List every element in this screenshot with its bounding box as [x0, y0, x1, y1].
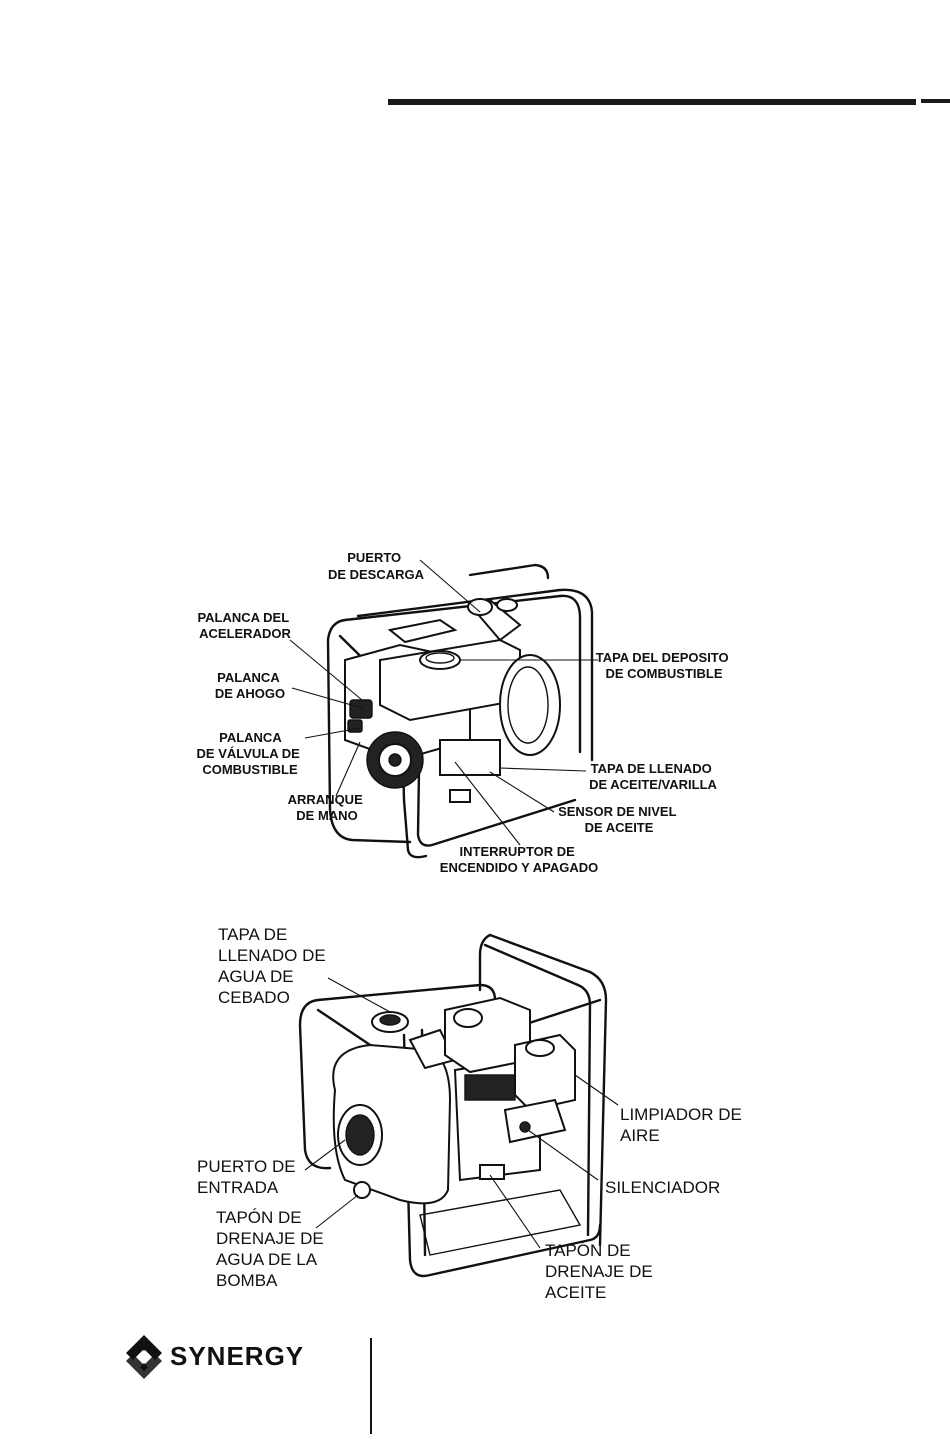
header-rule-tab: [921, 99, 950, 103]
top-leader-lines: [289, 559, 598, 846]
pump-front-illustration: [326, 563, 594, 859]
label-oil-level-sensor: SENSOR DE NIVEL DE ACEITE: [558, 804, 680, 835]
label-fuel-valve-lever: PALANCA DE VÁLVULA DE COMBUSTIBLE: [197, 730, 304, 777]
label-fuel-tank-cap: TAPA DEL DEPOSITO DE COMBUSTIBLE: [596, 650, 733, 681]
pump-front-view-figure: PUERTO DE DESCARGA PALANCA DEL ACELERADO…: [197, 550, 733, 875]
header-rule: [388, 99, 916, 105]
synergy-logo: SYNERGY: [126, 1335, 304, 1379]
label-engine-switch: INTERRUPTOR DE ENCENDIDO Y APAGADO: [440, 844, 598, 875]
label-priming-cap: TAPA DE LLENADO DE AGUA DE CEBADO: [218, 925, 330, 1007]
label-oil-fill-cap: TAPA DE LLENADO DE ACEITE/VARILLA: [589, 761, 717, 792]
label-throttle-lever: PALANCA DEL ACELERADOR: [197, 610, 292, 641]
label-pump-drain-plug: TAPÓN DE DRENAJE DE AGUA DE LA BOMBA: [216, 1208, 328, 1290]
pump-rear-view-figure: TAPA DE LLENADO DE AGUA DE CEBADO PUERTO…: [197, 925, 747, 1302]
synergy-logo-mark: [126, 1335, 162, 1379]
synergy-wordmark: SYNERGY: [170, 1341, 304, 1371]
footer-divider: [370, 1338, 372, 1434]
label-air-cleaner: LIMPIADOR DE AIRE: [620, 1105, 747, 1145]
label-choke-lever: PALANCA DE AHOGO: [215, 670, 285, 701]
label-inlet-port: PUERTO DE ENTRADA: [197, 1157, 300, 1197]
label-oil-drain-plug: TAPÓN DE DRENAJE DE ACEITE: [545, 1241, 657, 1302]
label-muffler: SILENCIADOR: [605, 1178, 720, 1197]
label-recoil-starter: ARRANQUE DE MANO: [288, 792, 367, 823]
bottom-leader-lines: [304, 977, 619, 1249]
pump-rear-illustration: [298, 933, 608, 1278]
label-discharge-port: PUERTO DE DESCARGA: [328, 550, 425, 582]
